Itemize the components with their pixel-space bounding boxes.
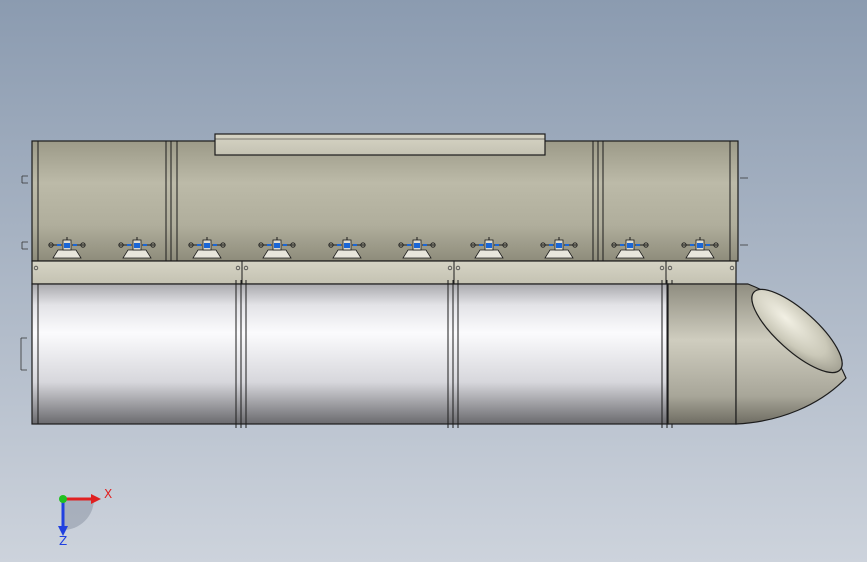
nozzle-icon	[328, 237, 366, 259]
lower-cylinder[interactable]	[20, 280, 673, 428]
x-axis-label: X	[104, 487, 112, 501]
triad-icon: X Z	[58, 487, 112, 548]
y-axis-icon	[59, 495, 67, 503]
top-cover-plate[interactable]	[214, 133, 546, 156]
nozzle-icon	[681, 237, 719, 259]
nozzle-icon	[48, 237, 86, 259]
nozzle-icon	[611, 237, 649, 259]
nozzle-row	[48, 237, 719, 259]
nozzle-icon	[118, 237, 156, 259]
z-axis-label: Z	[59, 534, 67, 548]
end-nozzle-section[interactable]	[667, 277, 853, 425]
cone-opening	[751, 288, 843, 374]
mounting-flange[interactable]	[31, 260, 737, 285]
right-side-fittings	[740, 177, 748, 246]
upper-housing[interactable]	[21, 133, 748, 262]
nozzle-icon	[188, 237, 226, 259]
nozzle-icon	[398, 237, 436, 259]
nozzle-icon	[470, 237, 508, 259]
nozzle-icon	[258, 237, 296, 259]
nozzle-icon	[540, 237, 578, 259]
left-side-fittings	[21, 175, 28, 250]
